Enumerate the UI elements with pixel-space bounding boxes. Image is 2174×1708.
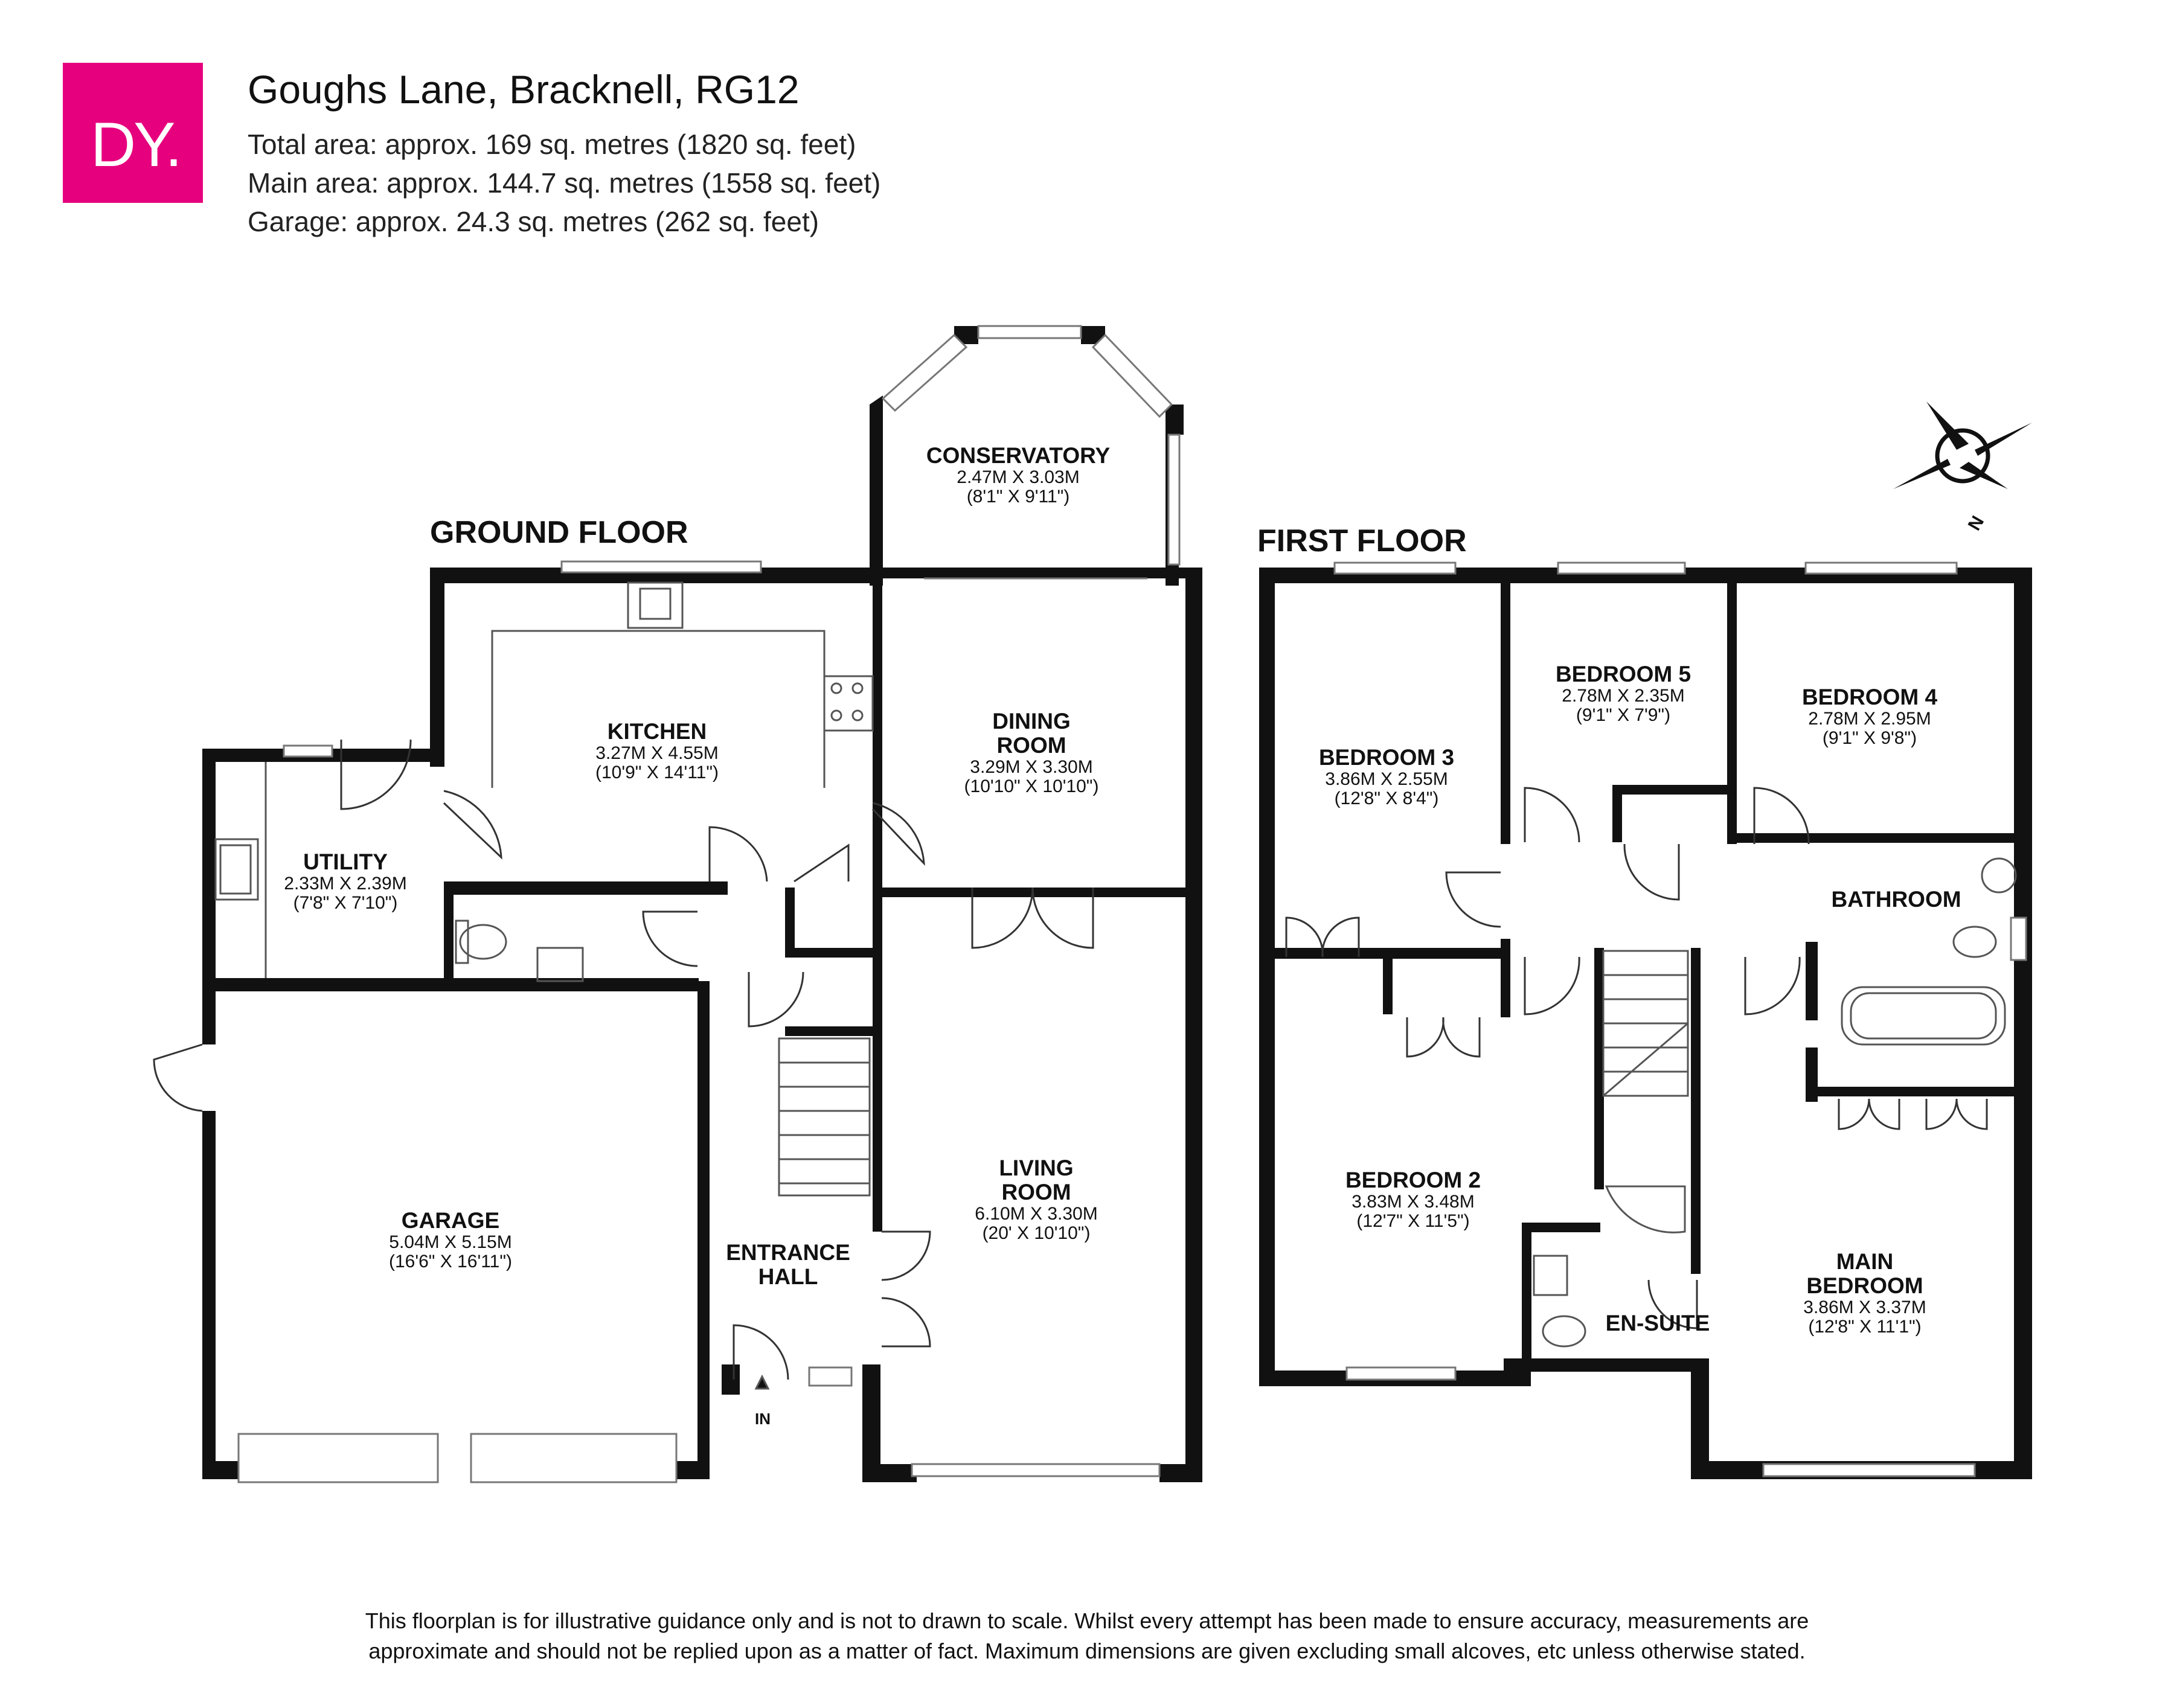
- room-metric: 3.86M X 3.37M: [1803, 1297, 1926, 1317]
- room-name: CONSERVATORY: [926, 443, 1111, 468]
- room-conservatory: CONSERVATORY 2.47M X 3.03M (8'1" X 9'11"…: [926, 444, 1110, 507]
- room-metric: 3.86M X 2.55M: [1325, 769, 1448, 789]
- first-floor-label: FIRST FLOOR: [1257, 523, 1467, 558]
- room-name: BEDROOM 5: [1555, 662, 1691, 686]
- room-imperial: (7'8" X 7'10"): [293, 893, 398, 913]
- room-metric: 2.33M X 2.39M: [284, 874, 407, 894]
- room-imperial: (12'7" X 11'5"): [1356, 1211, 1470, 1231]
- ground-fixtures: [214, 581, 874, 1390]
- room-name-line1: MAIN: [1836, 1249, 1894, 1274]
- ground-doors: [153, 739, 1094, 1380]
- ground-windows: [237, 560, 1161, 1483]
- room-utility: UTILITY 2.33M X 2.39M (7'8" X 7'10"): [284, 850, 406, 913]
- room-bedroom-5: BEDROOM 5 2.78M X 2.35M (9'1" X 7'9"): [1556, 662, 1691, 725]
- room-metric: 3.83M X 3.48M: [1352, 1192, 1475, 1212]
- room-metric: 3.27M X 4.55M: [595, 743, 719, 763]
- room-bathroom: BATHROOM: [1831, 888, 1961, 912]
- disclaimer: This floorplan is for illustrative guida…: [0, 1606, 2174, 1666]
- logo-text: DY.: [91, 109, 182, 180]
- room-name-line1: ENTRANCE: [726, 1240, 850, 1265]
- entrance-label: IN: [755, 1410, 771, 1428]
- total-area: Total area: approx. 169 sq. metres (1820…: [248, 129, 856, 160]
- room-name: BEDROOM 2: [1345, 1168, 1481, 1192]
- room-metric: 5.04M X 5.15M: [389, 1232, 512, 1252]
- disclaimer-line-1: This floorplan is for illustrative guida…: [365, 1608, 1809, 1633]
- room-living: LIVING ROOM 6.10M X 3.30M (20' X 10'10"): [975, 1156, 1097, 1243]
- room-metric: 2.78M X 2.35M: [1562, 686, 1685, 706]
- room-imperial: (10'10" X 10'10"): [964, 776, 1099, 796]
- compass-icon: [1893, 401, 2032, 489]
- garage-area: Garage: approx. 24.3 sq. metres (262 sq.…: [248, 206, 819, 237]
- room-name-line2: BEDROOM: [1806, 1273, 1923, 1298]
- room-name-line1: DINING: [992, 709, 1071, 734]
- room-main-bedroom: MAIN BEDROOM 3.86M X 3.37M (12'8" X 11'1…: [1803, 1250, 1926, 1337]
- room-name: UTILITY: [303, 849, 388, 874]
- main-area: Main area: approx. 144.7 sq. metres (155…: [248, 167, 881, 199]
- room-name-line2: ROOM: [1001, 1180, 1071, 1204]
- room-name-line1: LIVING: [999, 1156, 1074, 1180]
- room-imperial: (12'8" X 11'1"): [1808, 1317, 1922, 1337]
- first-fixtures: [1533, 857, 2017, 1348]
- room-name-line2: ROOM: [996, 733, 1066, 758]
- room-imperial: (8'1" X 9'11"): [966, 487, 1070, 507]
- room-en-suite: EN-SUITE: [1606, 1311, 1710, 1335]
- room-dining: DINING ROOM 3.29M X 3.30M (10'10" X 10'1…: [964, 709, 1099, 796]
- disclaimer-line-2: approximate and should not be replied up…: [368, 1639, 1806, 1663]
- room-metric: 2.78M X 2.95M: [1808, 709, 1931, 729]
- room-name: BEDROOM 3: [1318, 745, 1455, 770]
- conservatory-windows: [881, 325, 1181, 580]
- ground-floor-label: GROUND FLOOR: [430, 515, 688, 550]
- room-metric: 6.10M X 3.30M: [975, 1204, 1098, 1224]
- property-title: Goughs Lane, Bracknell, RG12: [248, 67, 800, 112]
- first-doors: [1285, 787, 1988, 1329]
- room-bedroom-4: BEDROOM 4 2.78M X 2.95M (9'1" X 9'8"): [1802, 685, 1937, 748]
- room-imperial: (12'8" X 8'4"): [1334, 788, 1439, 808]
- room-bedroom-2: BEDROOM 2 3.83M X 3.48M (12'7" X 11'5"): [1345, 1168, 1481, 1231]
- room-name: EN-SUITE: [1605, 1311, 1710, 1335]
- room-name: BEDROOM 4: [1801, 685, 1938, 709]
- first-windows: [1333, 561, 2027, 1477]
- room-garage: GARAGE 5.04M X 5.15M (16'6" X 16'11"): [389, 1209, 512, 1271]
- room-metric: 3.29M X 3.30M: [970, 757, 1093, 777]
- room-name: BATHROOM: [1831, 887, 1961, 912]
- room-imperial: (10'9" X 14'11"): [595, 763, 719, 782]
- room-imperial: (9'1" X 7'9"): [1576, 705, 1671, 725]
- room-imperial: (16'6" X 16'11"): [389, 1252, 512, 1271]
- ground-floor-plan: [202, 326, 1202, 1482]
- room-entrance-hall: ENTRANCE HALL: [726, 1241, 850, 1289]
- room-bedroom-3: BEDROOM 3 3.86M X 2.55M (12'8" X 8'4"): [1319, 746, 1454, 808]
- room-imperial: (20' X 10'10"): [982, 1223, 1091, 1243]
- room-kitchen: KITCHEN 3.27M X 4.55M (10'9" X 14'11"): [595, 720, 719, 782]
- room-name-line2: HALL: [758, 1264, 818, 1289]
- room-name: KITCHEN: [607, 719, 707, 744]
- room-imperial: (9'1" X 9'8"): [1822, 728, 1917, 748]
- room-metric: 2.47M X 3.03M: [957, 467, 1080, 487]
- room-name: GARAGE: [401, 1208, 500, 1233]
- brand-logo: DY.: [63, 63, 203, 203]
